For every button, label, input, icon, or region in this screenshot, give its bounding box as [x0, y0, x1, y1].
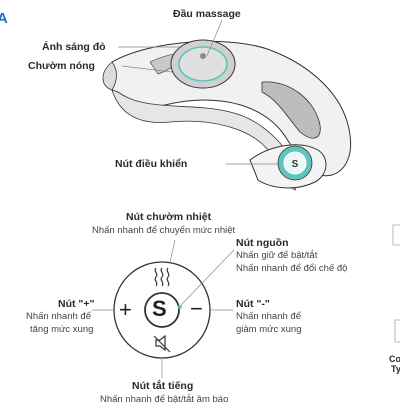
minus-button-desc-2: giảm mức xung — [236, 324, 302, 335]
mute-icon — [153, 334, 171, 353]
label-massage-head: Đầu massage — [173, 8, 241, 20]
label-red-light: Ánh sáng đỏ — [42, 41, 106, 53]
minus-button-desc-1: Nhấn nhanh để — [236, 311, 301, 322]
mute-button-desc: Nhấn nhanh để bật/tắt âm báo — [100, 394, 229, 405]
edge-fragment-1: Co — [389, 354, 400, 364]
minus-button-title: Nút "-" — [236, 298, 270, 310]
plus-button-desc-2: tăng mức xung — [30, 324, 94, 335]
plus-button-desc-1: Nhấn nhanh để — [26, 311, 91, 322]
massage-head-dot — [200, 53, 206, 59]
heat-button-title: Nút chườm nhiệt — [126, 211, 212, 223]
power-button-desc-2: Nhấn nhanh để đổi chế độ — [236, 263, 348, 274]
heat-button-desc: Nhấn nhanh để chuyển mức nhiệt — [92, 225, 236, 236]
massager-left-end — [102, 61, 117, 91]
plus-button-title: Nút "+" — [58, 298, 95, 310]
label-heat-pad: Chườm nóng — [28, 60, 95, 72]
edge-fragment-2: Ty — [391, 364, 400, 374]
mute-button-title: Nút tắt tiếng — [132, 380, 194, 392]
label-control-button: Nút điều khiển — [115, 158, 188, 170]
center-s-symbol: S — [152, 296, 167, 321]
minus-symbol: − — [190, 296, 203, 321]
power-button-desc-1: Nhấn giữ để bật/tắt — [236, 250, 318, 261]
center-button — [144, 292, 180, 328]
right-mesh-pad — [261, 81, 321, 139]
brand-logo-fragment: A — [0, 10, 8, 27]
plus-symbol: + — [119, 297, 132, 322]
heat-icon — [154, 267, 170, 287]
power-button-title: Nút nguồn — [236, 237, 289, 249]
svg-text:S: S — [292, 159, 299, 170]
